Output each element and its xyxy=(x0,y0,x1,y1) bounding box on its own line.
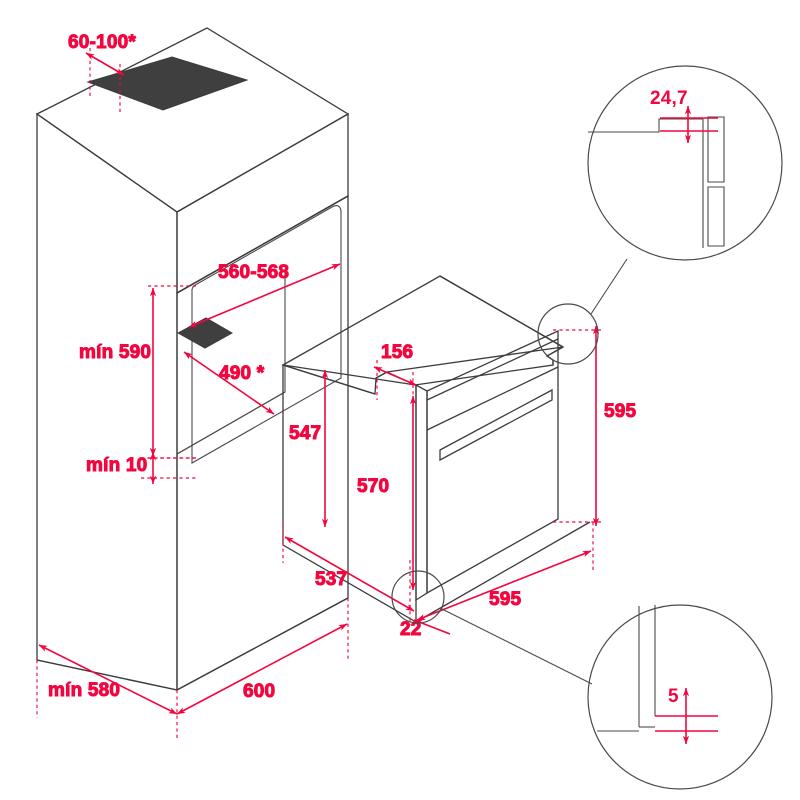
dim-label-oven-body-height: 547 xyxy=(289,423,321,444)
cabinet-top-face xyxy=(35,27,350,213)
oven-door-handle xyxy=(439,388,553,462)
detail-top-trim-lower xyxy=(707,186,725,247)
oven-door-face xyxy=(426,329,559,595)
detail-marker-bottom-right xyxy=(391,570,445,624)
dim-label-oven-body-depth: 537 xyxy=(315,569,347,590)
dim-label-oven-foot-offset: 22 xyxy=(400,619,422,640)
cabinet-dimensions: 60-100* 560-568 mín 590 490 * mín 10 mín… xyxy=(36,32,349,740)
dim-label-niche-width: 560-568 xyxy=(218,262,289,283)
dim-label-detail-bottom: 5 xyxy=(668,686,679,707)
dim-label-oven-width: 595 xyxy=(489,589,522,610)
cabinet-vent-opening xyxy=(86,56,249,111)
dim-label-cabinet-width: 600 xyxy=(243,681,275,702)
dim-oven-body-depth xyxy=(284,536,415,612)
dim-cabinet-depth xyxy=(38,644,178,715)
dim-label-cabinet-depth: mín 580 xyxy=(48,680,120,701)
oven-top-left-edge xyxy=(282,364,376,395)
dim-label-control-panel-depth: 156 xyxy=(381,342,413,363)
leader-line-bottom-detail xyxy=(439,607,593,685)
dim-vent-gap xyxy=(85,52,125,76)
detail-view-bottom: 5 xyxy=(587,604,773,790)
oven-body xyxy=(281,275,591,624)
dim-label-vent-gap: 60-100* xyxy=(68,32,136,53)
dim-label-oven-front-face: 595 xyxy=(604,401,637,422)
cabinet-niche-vent-block xyxy=(176,317,234,349)
cabinet-niche-shelf-edge xyxy=(176,391,286,455)
detail-view-top: 24,7 xyxy=(587,65,783,261)
dim-oven-width xyxy=(416,550,592,621)
dim-label-oven-front-height: 570 xyxy=(357,476,389,497)
dim-niche-depth xyxy=(183,351,275,415)
detail-top-boundary xyxy=(587,65,783,261)
detail-top-profile xyxy=(588,118,703,133)
cabinet-front-face xyxy=(36,112,178,691)
dim-cabinet-width xyxy=(176,623,348,715)
oven-top-rear-edge xyxy=(439,275,564,348)
detail-bottom-boundary xyxy=(587,604,773,790)
cabinet-base-edge xyxy=(36,597,349,691)
dim-control-panel-depth xyxy=(373,366,417,386)
oven-dimensions: 547 156 570 595 537 22 595 xyxy=(282,325,637,641)
detail-marker-top-right xyxy=(537,303,599,365)
dim-label-niche-height: mín 590 xyxy=(79,342,151,363)
dim-label-niche-depth: 490 * xyxy=(219,363,265,384)
dim-label-bottom-clearance: mín 10 xyxy=(86,455,147,476)
detail-top-trim-upper xyxy=(707,116,725,183)
oven-door-top-trim xyxy=(426,338,559,401)
oven-door-trim-2 xyxy=(426,366,559,431)
leader-line-top-detail xyxy=(590,258,628,315)
oven-door-left-bevel xyxy=(415,383,428,602)
dim-label-detail-top: 24,7 xyxy=(650,88,688,109)
dim-niche-width xyxy=(188,263,341,328)
